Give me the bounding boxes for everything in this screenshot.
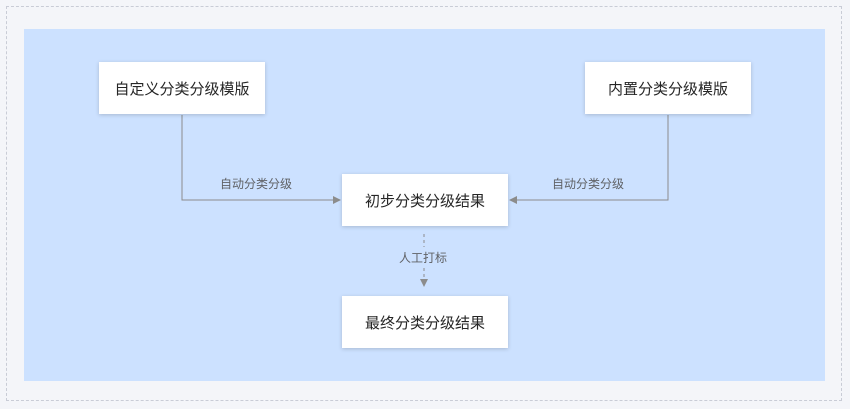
edge-builtin-to-preliminary xyxy=(509,115,669,204)
node-builtin-template-label: 内置分类分级模版 xyxy=(607,79,728,98)
edge-custom-to-preliminary xyxy=(181,115,341,204)
node-final-result[interactable]: 最终分类分级结果 xyxy=(342,296,508,348)
node-preliminary-result-label: 初步分类分级结果 xyxy=(364,191,485,210)
diagram-canvas: 自定义分类分级模版 内置分类分级模版 初步分类分级结果 最终分类分级结果 自动分… xyxy=(24,29,825,381)
node-preliminary-result[interactable]: 初步分类分级结果 xyxy=(342,174,508,226)
diagram-edges xyxy=(181,115,669,287)
node-final-result-label: 最终分类分级结果 xyxy=(364,313,485,332)
node-custom-template-label: 自定义分类分级模版 xyxy=(114,79,250,98)
node-custom-template[interactable]: 自定义分类分级模版 xyxy=(99,62,265,114)
edge-label-custom-to-preliminary: 自动分类分级 xyxy=(220,177,293,191)
node-builtin-template[interactable]: 内置分类分级模版 xyxy=(585,62,751,114)
edge-label-preliminary-to-final: 人工打标 xyxy=(399,251,448,265)
outer-frame xyxy=(6,6,842,401)
edge-label-builtin-to-preliminary: 自动分类分级 xyxy=(552,177,625,191)
